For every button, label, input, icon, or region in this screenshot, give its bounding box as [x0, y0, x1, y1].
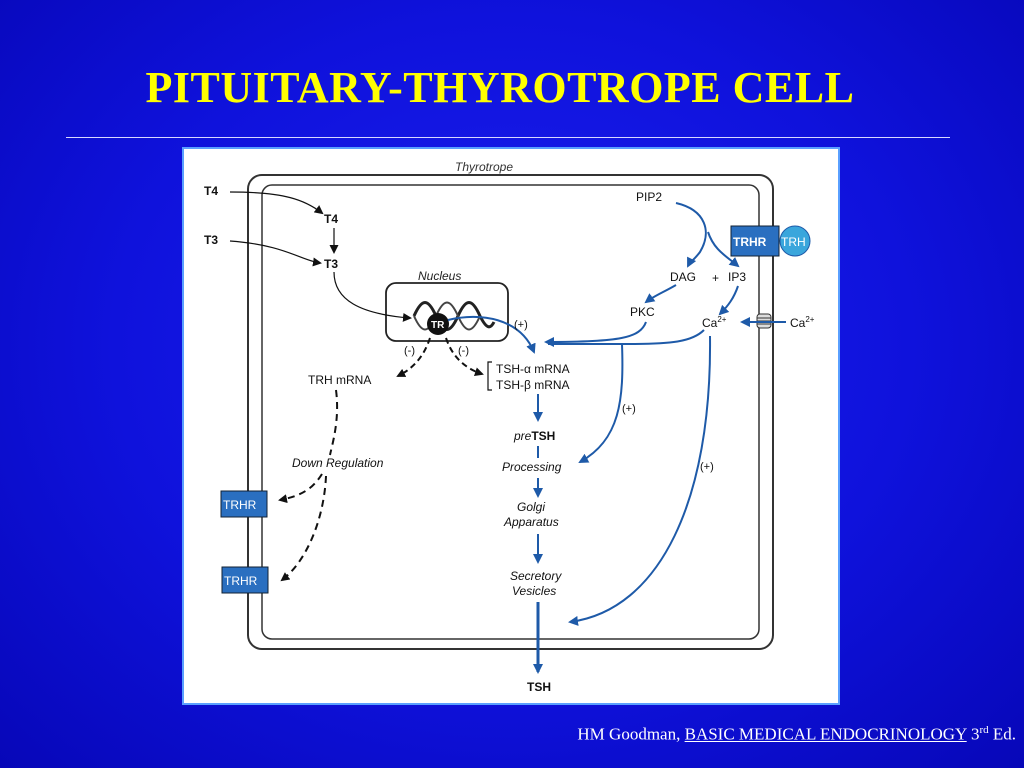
t3-outside-label: T3 — [204, 233, 218, 247]
trh-ligand — [779, 225, 811, 257]
golgi-label-line1: Golgi — [517, 500, 545, 514]
pkc-processing-positive: (+) — [622, 403, 636, 415]
trhr-box-1 — [220, 490, 268, 518]
down-reg-to-trhr2-arrow — [280, 475, 327, 582]
cell-inner-membrane — [261, 184, 760, 640]
golgi-label-line2: Apparatus — [503, 515, 559, 529]
cell-label: Thyrotrope — [455, 160, 513, 174]
tr-to-tsh-mrna-arrow — [445, 337, 484, 377]
down-regulation-label: Down Regulation — [292, 456, 384, 470]
ip3-label: IP3 — [728, 270, 746, 284]
citation-edition-end: Ed. — [988, 724, 1016, 744]
t3-inside-label: T3 — [324, 257, 338, 271]
tr-negative-label-1: (-) — [404, 345, 415, 357]
pip2-label: PIP2 — [636, 190, 662, 204]
secretory-label-line1: Secretory — [510, 569, 562, 583]
trhr-box-2 — [221, 566, 269, 594]
pkc-to-processing-arrow — [578, 343, 624, 463]
processing-label: Processing — [502, 460, 562, 474]
citation-author: HM Goodman, — [577, 724, 685, 744]
cell-outer-membrane — [247, 174, 774, 650]
trhr-membrane-label: TRHR — [733, 235, 767, 249]
tr-receptor — [427, 313, 449, 335]
tr-label: TR — [431, 320, 445, 331]
t4-outside-label: T4 — [204, 184, 218, 198]
ca-to-vesicles-arrow — [568, 335, 712, 626]
citation-edition-suffix: rd — [979, 724, 989, 736]
slide-title: PITUITARY-THYROTROPE CELL — [145, 63, 855, 112]
dna-helix-strand — [413, 301, 481, 331]
dag-label: DAG — [670, 270, 696, 284]
pretsh-label: preTSH — [513, 429, 555, 443]
dag-ip3-plus: + — [712, 271, 719, 285]
trhr-membrane-receptor — [730, 225, 780, 257]
nucleus-label: Nucleus — [418, 269, 461, 283]
tr-positive-label: (+) — [514, 319, 528, 331]
pip2-to-ip3-arrow — [707, 231, 740, 268]
t3-entry-arrow — [229, 240, 322, 267]
ca-inside-label: Ca2+ — [702, 315, 727, 330]
secretory-label-line2: Vesicles — [512, 584, 556, 598]
diagram-frame — [182, 147, 840, 705]
title-divider — [66, 137, 950, 138]
down-reg-to-trhr1-arrow — [278, 473, 323, 504]
t3-to-tr-arrow — [333, 271, 412, 322]
t4-inside-label: T4 — [324, 212, 338, 226]
trh-mrna-down-dashed — [329, 389, 339, 456]
ca-outside-label: Ca2+ — [790, 315, 815, 330]
tsh-alpha-mrna-label: TSH-α mRNA — [496, 362, 570, 376]
dag-to-pkc-arrow — [644, 284, 677, 304]
citation-edition: 3 — [966, 724, 980, 744]
pkc-to-mrna-arrow — [544, 321, 647, 347]
pip2-to-dag-arrow — [675, 202, 707, 268]
t4-entry-arrow — [229, 191, 324, 215]
citation-book: BASIC MEDICAL ENDOCRINOLOGY — [684, 724, 967, 744]
citation: HM Goodman, BASIC MEDICAL ENDOCRINOLOGY … — [452, 724, 1016, 745]
ca-to-mrna-arrow — [548, 329, 705, 345]
ca-vesicles-positive: (+) — [700, 461, 714, 473]
dna-helix — [412, 301, 496, 331]
tr-negative-label-2: (-) — [458, 345, 469, 357]
trhr-box-1-label: TRHR — [223, 498, 257, 512]
ip3-to-ca-arrow — [718, 285, 739, 316]
tsh-output-label: TSH — [527, 680, 551, 694]
trhr-box-2-label: TRHR — [224, 574, 258, 588]
tsh-beta-mrna-label: TSH-β mRNA — [496, 378, 570, 392]
tr-positive-arrow — [447, 315, 536, 354]
pkc-label: PKC — [630, 305, 655, 319]
tsh-mrna-bracket — [487, 361, 492, 391]
trh-label: TRH — [781, 235, 806, 249]
trh-mrna-label: TRH mRNA — [308, 373, 371, 387]
tr-to-trh-mrna-arrow — [396, 337, 431, 377]
nucleus — [385, 282, 509, 342]
